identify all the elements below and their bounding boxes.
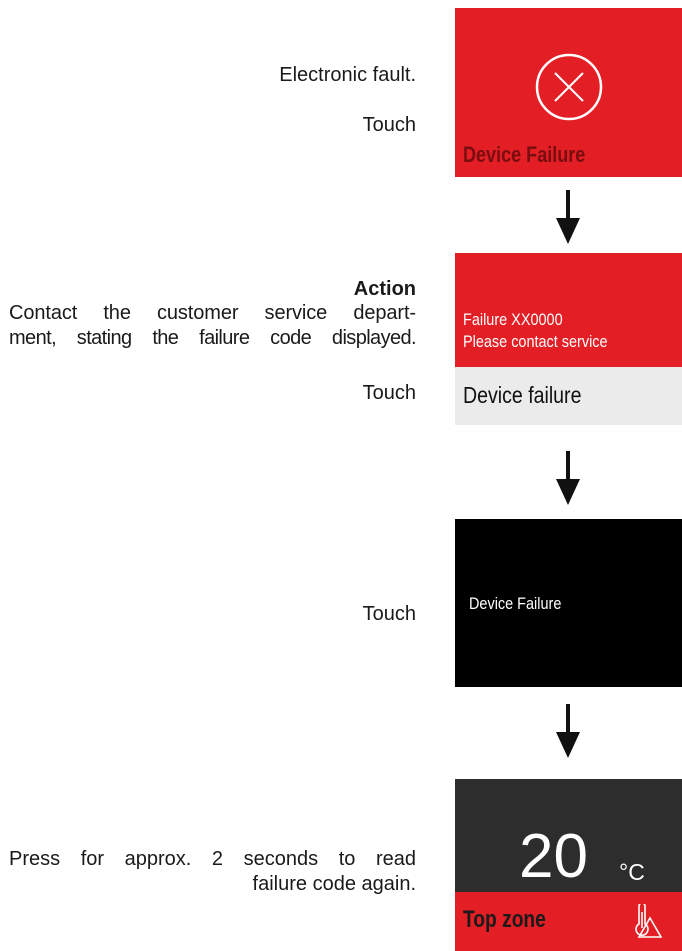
black-screen-text: Device Failure	[469, 594, 562, 613]
black-failure-screen[interactable]: Device Failure	[455, 519, 682, 687]
device-failure-title: Device Failure	[463, 142, 586, 167]
action-line-2: ment, stating the failure code displayed…	[9, 327, 417, 349]
touch-label-3: Touch	[362, 603, 416, 625]
press-line-2: failure code again.	[252, 873, 416, 895]
down-arrow-icon	[556, 451, 580, 505]
press-line-1: Press for approx. 2 seconds to read	[9, 848, 416, 870]
action-heading: Action	[353, 278, 416, 300]
contact-service-text: Please contact service	[463, 332, 608, 351]
touch-label-2: Touch	[362, 382, 416, 404]
electronic-fault-text: Electronic fault.	[279, 64, 416, 86]
temperature-value: 20	[519, 822, 588, 891]
down-arrow-icon	[556, 190, 580, 244]
device-failure-bar-label: Device failure	[463, 382, 582, 408]
action-line-1: Contact the customer service depart-	[9, 302, 416, 324]
failure-code-screen[interactable]: Failure XX0000 Please contact service	[455, 253, 682, 367]
temperature-warning-icon[interactable]	[632, 904, 662, 938]
device-failure-bar[interactable]: Device failure	[455, 367, 682, 425]
down-arrow-icon	[556, 704, 580, 758]
top-zone-label: Top zone	[463, 906, 546, 933]
failure-code-text: Failure XX0000	[463, 310, 563, 329]
device-failure-screen[interactable]: Device Failure	[455, 8, 682, 177]
temperature-screen[interactable]: 20 °C	[455, 779, 682, 892]
temperature-unit: °C	[619, 859, 645, 885]
touch-label-1: Touch	[362, 114, 416, 136]
top-zone-bar[interactable]: Top zone	[455, 892, 682, 951]
close-circle-icon[interactable]	[534, 52, 604, 122]
